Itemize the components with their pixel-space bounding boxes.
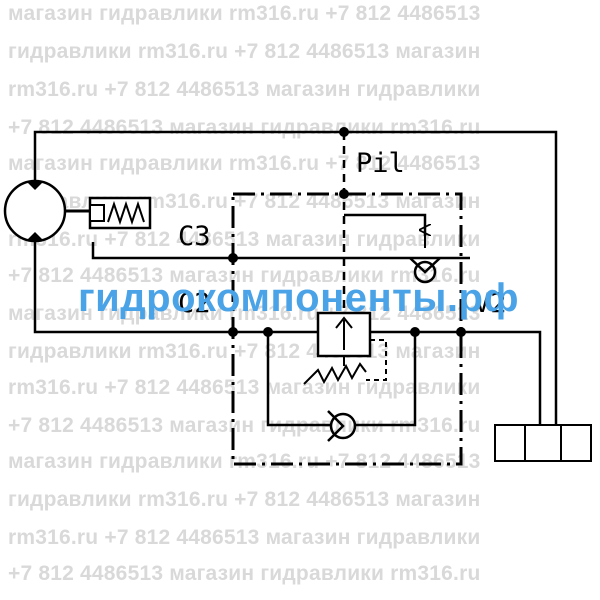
brand-watermark: гидрокомпоненты.рф (78, 276, 519, 320)
junction-dots (228, 127, 466, 337)
watermark-line: +7 812 4486513 магазин гидравлики rm316.… (8, 264, 481, 287)
watermark-line: гидравлики rm316.ru +7 812 4486513 магаз… (8, 488, 481, 511)
label-c2: C2 (178, 288, 211, 319)
brake-spring-icon (107, 200, 145, 226)
brake-piston (89, 204, 105, 222)
watermark-line: rm316.ru +7 812 4486513 магазин гидравли… (8, 526, 481, 549)
watermark-line: rm316.ru +7 812 4486513 магазин гидравли… (8, 78, 481, 101)
motor-port-b-icon (27, 232, 43, 240)
watermark-line: гидравлики rm316.ru +7 812 4486513 магаз… (8, 40, 481, 63)
pilot-supply-line (344, 130, 558, 425)
check-valve-icon (413, 260, 437, 284)
motor-port-a-icon (27, 182, 43, 190)
watermark-line: rm316.ru +7 812 4486513 магазин гидравли… (8, 228, 481, 251)
label-c3: C3 (178, 221, 211, 252)
relief-spring-icon (303, 362, 367, 385)
label-v2: V2 (474, 288, 507, 319)
watermark-line: магазин гидравлики rm316.ru +7 812 44865… (8, 152, 481, 175)
pilot-branch-line (344, 213, 427, 236)
check-valve-seat-icon (409, 257, 441, 274)
watermark-line: +7 812 4486513 магазин гидравлики rm316.… (8, 562, 481, 585)
motor-a-line (33, 130, 344, 180)
watermark-line: магазин гидравлики rm316.ru +7 812 44865… (8, 450, 481, 473)
connector-block (494, 424, 592, 462)
bypass-line-right (356, 332, 417, 427)
label-pil: Pil (356, 148, 405, 179)
c2-v2-line (33, 242, 542, 425)
c3-line (91, 242, 470, 260)
watermark-line: rm316.ru +7 812 4486513 магазин гидравли… (8, 376, 481, 399)
watermark-line: +7 812 4486513 магазин гидравлики rm316.… (8, 414, 481, 437)
bypass-check-valve-icon (329, 412, 357, 440)
watermark-line: магазин гидравлики rm316.ru +7 812 44865… (8, 2, 481, 25)
bypass-check-seat-icon (327, 410, 345, 442)
relief-valve-arrow-icon (335, 316, 353, 329)
relief-drain-line (366, 339, 387, 381)
bypass-line-left (266, 332, 330, 427)
